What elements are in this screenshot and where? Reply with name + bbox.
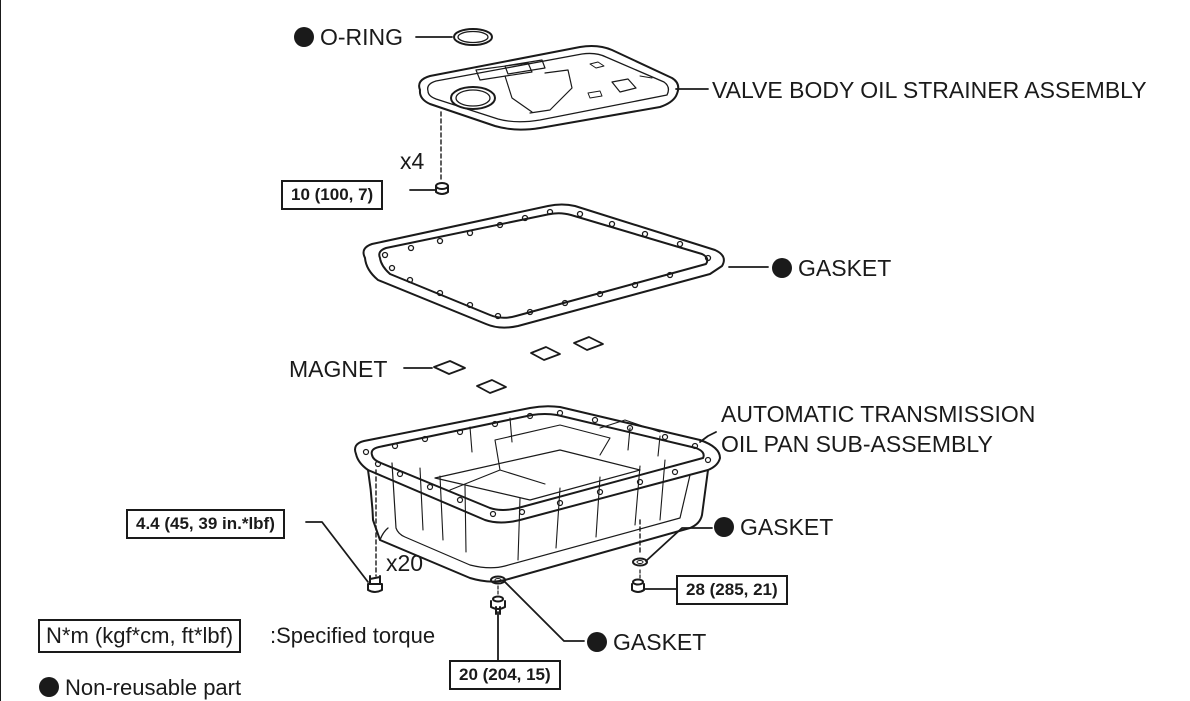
label-o-ring: O-RING	[294, 24, 403, 50]
o-ring-drawing	[415, 28, 493, 46]
left-border	[0, 0, 1, 701]
non-reusable-dot-icon	[39, 677, 59, 697]
non-reusable-dot-icon	[714, 517, 734, 537]
torque-drain-plug-center: 20 (204, 15)	[449, 660, 561, 690]
label-oil-pan-line2: OIL PAN SUB-ASSEMBLY	[721, 431, 993, 457]
strainer-bolt-drawing	[409, 111, 449, 195]
label-strainer-qty: x4	[400, 148, 425, 174]
legend-torque-unit: N*m (kgf*cm, ft*lbf)	[38, 619, 242, 653]
right-drain-drawing	[631, 519, 713, 593]
label-gasket-drain-center-text: GASKET	[613, 629, 707, 655]
label-magnet: MAGNET	[289, 356, 388, 382]
strainer-drawing	[418, 45, 709, 131]
label-gasket-upper-text: GASKET	[798, 255, 892, 281]
legend-torque-desc: :Specified torque	[270, 623, 436, 648]
non-reusable-dot-icon	[772, 258, 792, 278]
oil-pan-drawing	[354, 405, 721, 583]
label-oil-pan-line1: AUTOMATIC TRANSMISSION	[721, 401, 1036, 427]
magnet-drawing	[403, 336, 604, 394]
pan-bolt-drawing	[305, 469, 383, 593]
label-gasket-upper: GASKET	[772, 255, 891, 281]
label-gasket-drain-right: GASKET	[714, 514, 833, 540]
label-gasket-drain-right-text: GASKET	[740, 514, 834, 540]
label-gasket-drain-center: GASKET	[587, 629, 706, 655]
legend-non-reusable-text: Non-reusable part	[65, 675, 242, 700]
legend-non-reusable: Non-reusable part	[39, 675, 241, 701]
torque-strainer-bolt: 10 (100, 7)	[281, 180, 384, 210]
torque-pan-bolt: 4.4 (45, 39 in.*lbf)	[126, 509, 285, 539]
non-reusable-dot-icon	[294, 27, 314, 47]
torque-drain-plug-right: 28 (285, 21)	[676, 575, 788, 605]
non-reusable-dot-icon	[587, 632, 607, 652]
gasket-drawing	[362, 203, 769, 329]
label-o-ring-text: O-RING	[320, 24, 404, 50]
label-strainer: VALVE BODY OIL STRAINER ASSEMBLY	[712, 77, 1147, 103]
label-pan-bolt-qty: x20	[386, 550, 424, 576]
center-drain-drawing	[490, 575, 585, 663]
